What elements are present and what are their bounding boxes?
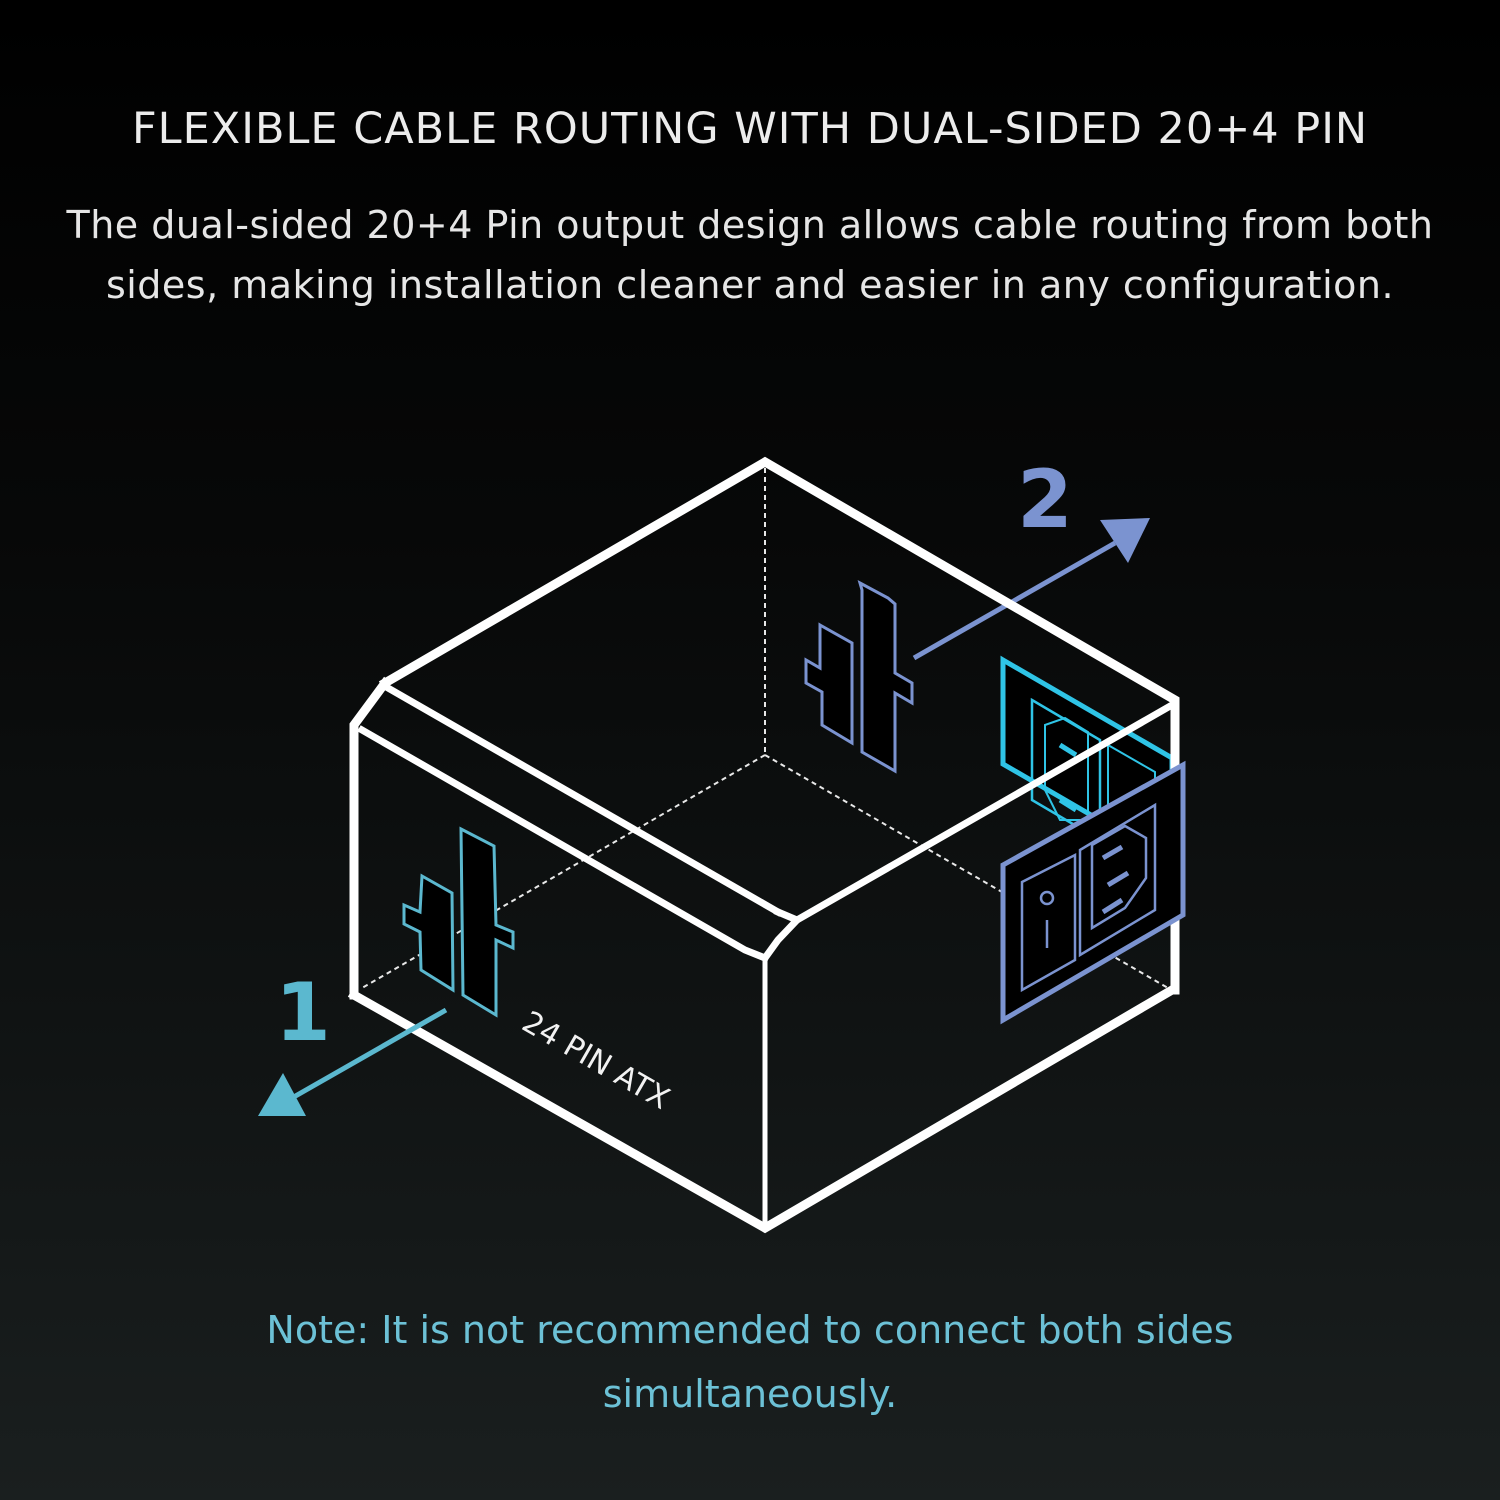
arrow-side-2: 2 (912, 453, 1150, 661)
description-text: The dual-sided 20+4 Pin output design al… (66, 203, 1434, 307)
rear-panel-front (1000, 760, 1186, 1025)
side-1-number: 1 (275, 966, 331, 1059)
page-title: FLEXIBLE CABLE ROUTING WITH DUAL-SIDED 2… (131, 104, 1369, 154)
side-2-number: 2 (1017, 453, 1073, 546)
power-switch-icon (1020, 852, 1077, 993)
atx-24pin-connector-icon-side-1 (402, 826, 515, 1018)
arrow-side-1: 1 (258, 966, 448, 1116)
atx-24pin-connector-icon-side-2 (804, 580, 914, 774)
ac-power-inlet-icon (1090, 824, 1148, 931)
psu-box-outline (347, 456, 1180, 1234)
warning-note: Note: It is not recommended to connect b… (266, 1308, 1234, 1416)
